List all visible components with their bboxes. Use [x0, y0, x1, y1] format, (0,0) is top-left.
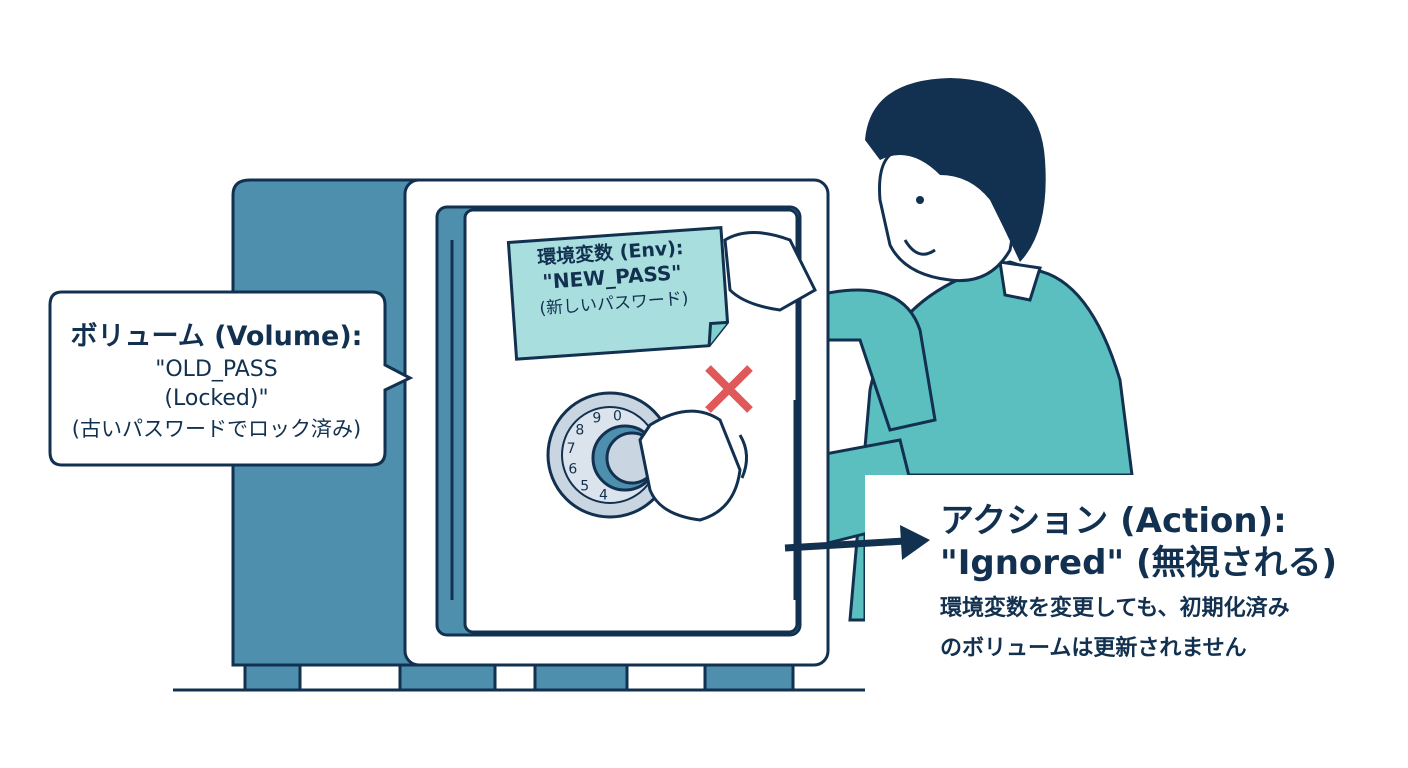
action-result: "Ignored" (無視される) — [940, 543, 1338, 583]
dial-number: 4 — [599, 487, 608, 503]
person — [738, 78, 1134, 622]
hand — [638, 409, 742, 522]
volume-callout-bubble — [48, 290, 414, 467]
volume-value-line1: "OLD_PASS — [155, 357, 278, 382]
env-note: 環境変数 (Env): "NEW_PASS" (新しいパスワード) — [510, 231, 715, 321]
env-note-paper — [506, 225, 730, 361]
arrow-right-icon — [784, 525, 930, 560]
dial-number: 6 — [568, 462, 577, 478]
dial-number: 8 — [575, 422, 584, 438]
action-description-2: のボリュームは更新されません — [940, 636, 1247, 661]
action-description-1: 環境変数を変更しても、初期化済み — [940, 596, 1290, 621]
dial-number: 5 — [580, 479, 589, 495]
volume-title: ボリューム (Volume): — [70, 321, 363, 352]
action-title: アクション (Action): — [940, 501, 1287, 541]
volume-value-line2: (Locked)" — [164, 386, 269, 411]
cross-icon — [705, 365, 753, 413]
safe-legs — [243, 660, 795, 692]
dial-number: 9 — [592, 410, 601, 426]
action-panel: アクション (Action): "Ignored" (無視される) 環境変数を変… — [940, 500, 1380, 664]
volume-note: (古いパスワードでロック済み) — [71, 417, 362, 441]
dial-number: 7 — [567, 441, 576, 457]
volume-callout: ボリューム (Volume): "OLD_PASS (Locked)" (古いパ… — [50, 292, 383, 464]
dial-number: 0 — [613, 409, 622, 425]
